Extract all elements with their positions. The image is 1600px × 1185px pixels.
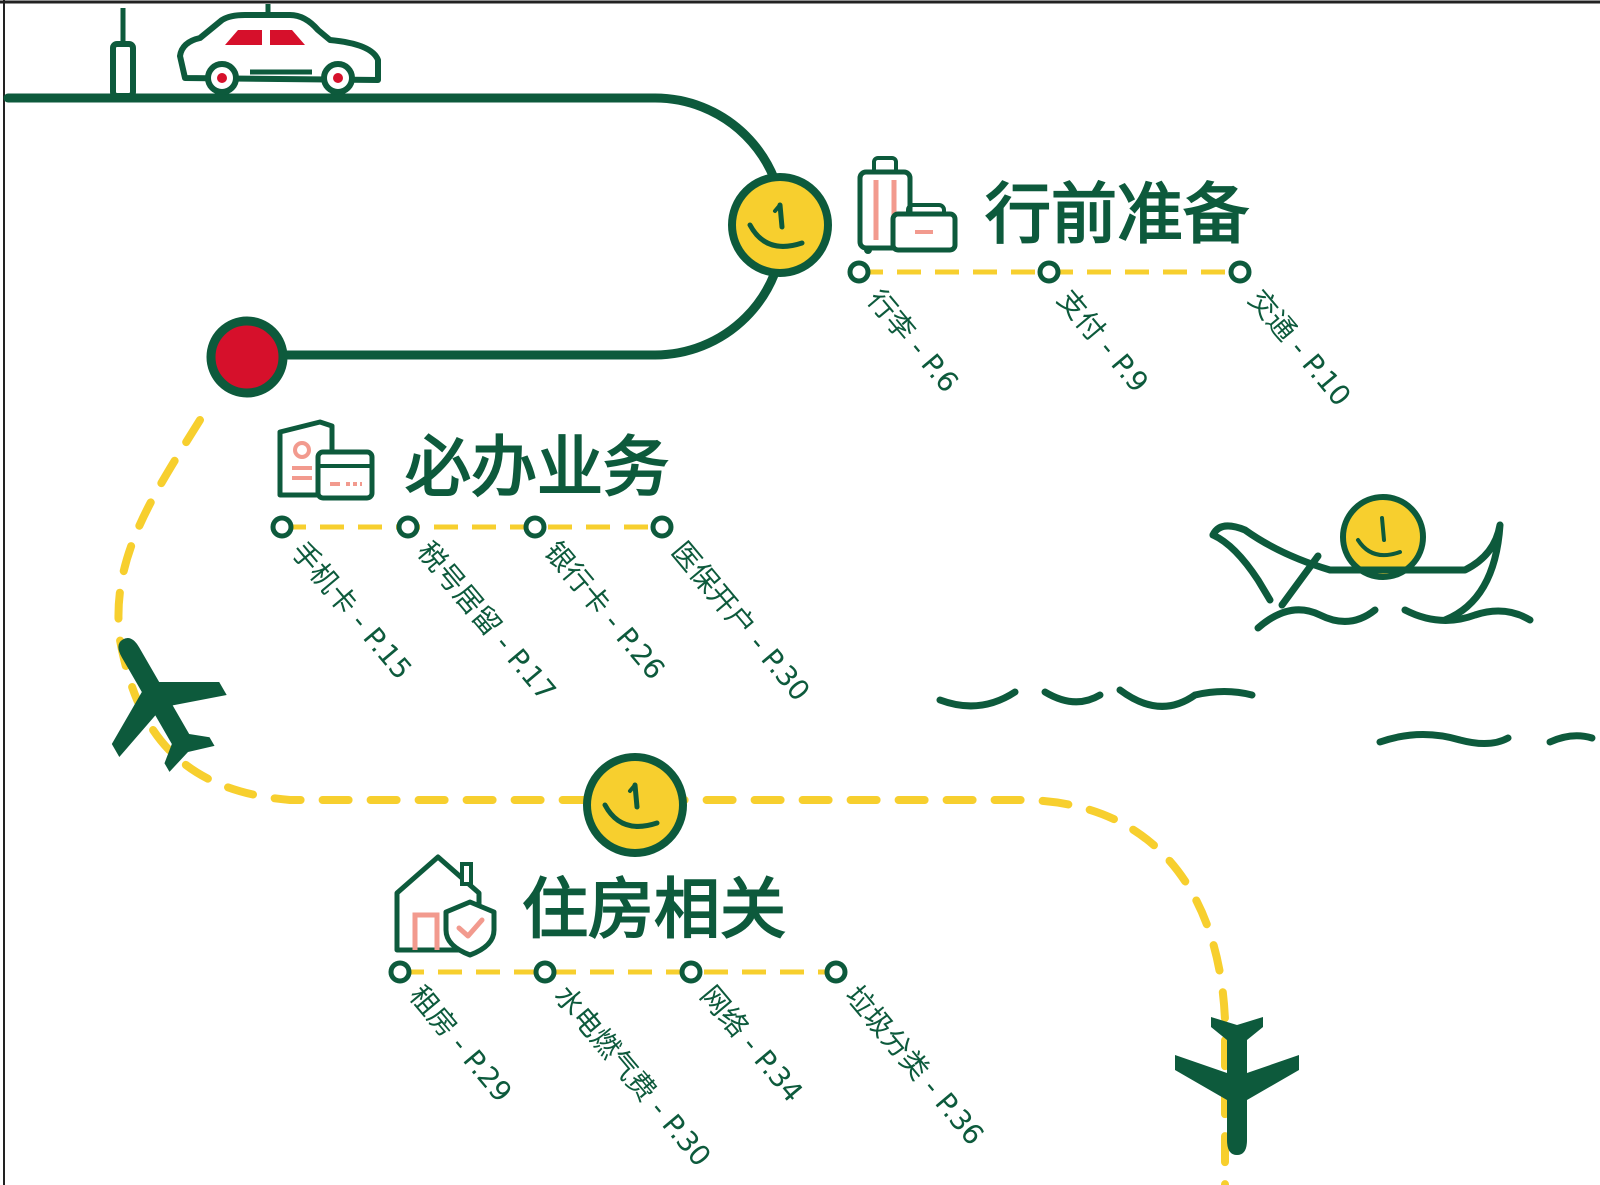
smiley-coin-icon [728,173,832,277]
section-pre-departure: 行前准备 行李 - P.6 支付 - P.9 交通 - P.10 [847,156,1358,412]
stop-dot [650,515,674,539]
stop-dot [824,960,848,984]
airplane-icon [111,638,227,772]
section-title: 行前准备 [985,176,1250,253]
item-label: 银行卡 - P.26 [538,535,672,686]
stop-dot [396,515,420,539]
stop-dot [1037,260,1061,284]
boat-icon [1209,494,1534,632]
street-lamp-icon [110,8,136,99]
item-label: 支付 - P.9 [1051,283,1155,399]
id-card-icon [277,419,375,501]
item-label: 行李 - P.6 [861,283,965,399]
stop-dot [533,960,557,984]
item-label: 交通 - P.10 [1242,283,1358,412]
item-label: 医保开户 - P.30 [665,535,817,707]
luggage-icon [857,156,958,254]
car-icon [177,4,381,95]
item-label: 手机卡 - P.15 [285,535,419,686]
section-essential-business: 必办业务 手机卡 - P.15 税号居留 - P.17 银行卡 - P.26 医… [270,419,817,707]
section-title: 住房相关 [522,871,786,948]
item-label: 网络 - P.34 [694,979,810,1108]
main-road [3,93,788,360]
section-title: 必办业务 [405,429,669,506]
stop-dot [388,960,412,984]
stop-dot [1228,260,1252,284]
stop-dot [523,515,547,539]
item-label: 水电燃气费 - P.30 [548,979,718,1173]
item-label: 税号居留 - P.17 [411,535,563,707]
item-label: 租房 - P.29 [403,979,519,1108]
wave-icon [936,686,1596,747]
stop-dot [679,960,703,984]
section-housing: 住房相关 租房 - P.29 水电燃气费 - P.30 网络 - P.34 垃圾… [388,854,991,1173]
airplane-icon [1175,1017,1299,1155]
start-dot [206,316,288,398]
stop-dot [270,515,294,539]
smiley-coin-icon [583,753,687,857]
stop-dot [847,260,871,284]
dashed-route [114,416,1229,1185]
house-shield-icon [394,854,497,958]
item-label: 垃圾分类 - P.36 [839,979,991,1151]
